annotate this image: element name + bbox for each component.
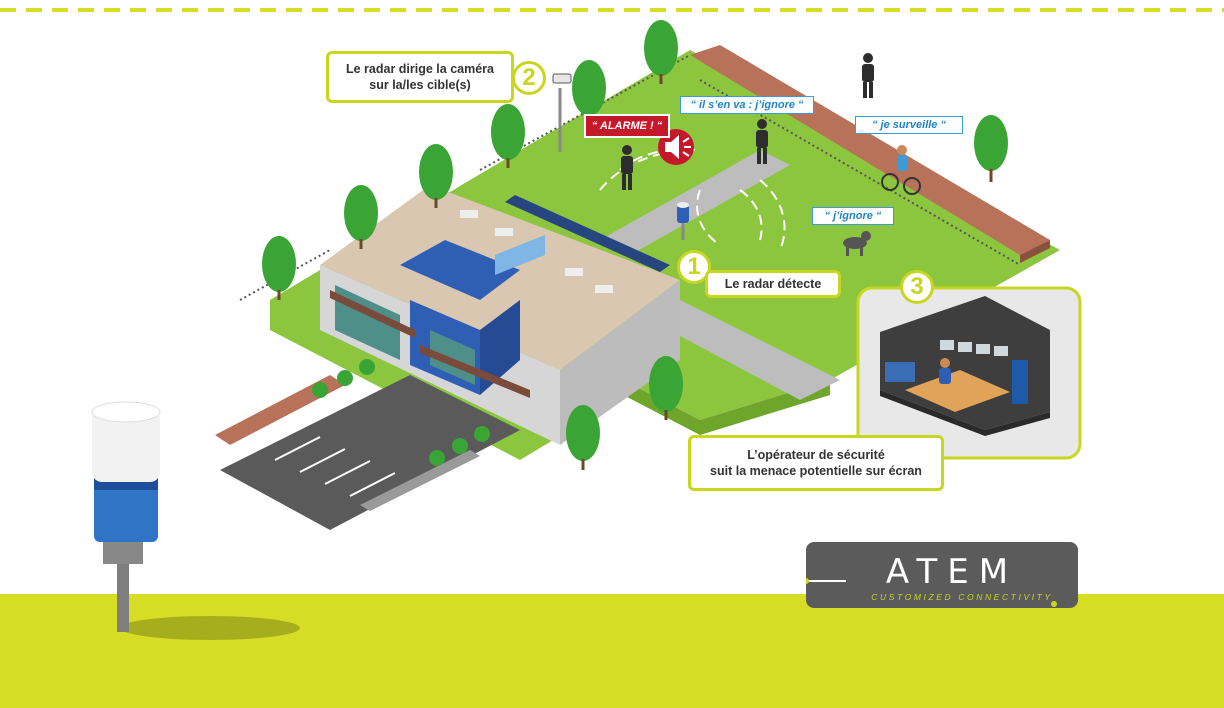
- alarm-bubble: “ ALARME ! “: [584, 114, 670, 138]
- alarm-speaker-icon: [658, 129, 694, 165]
- speech-ignore: “ j’ignore “: [812, 207, 894, 225]
- top-dashed-line: [0, 8, 1224, 12]
- step-3-number: 3: [900, 270, 934, 304]
- step-1-label: Le radar détecte: [705, 270, 841, 298]
- atem-logo: ATEM CUSTOMIZED CONNECTIVITY: [806, 542, 1078, 608]
- step-1-number: 1: [677, 250, 711, 284]
- step-2-line1: Le radar dirige la caméra: [346, 62, 494, 76]
- cyclist-icon: [881, 145, 921, 195]
- parking-lot: [220, 375, 520, 530]
- dog-icon: [843, 231, 871, 256]
- step-2-label: Le radar dirige la caméra sur la/les cib…: [326, 51, 514, 103]
- speech-watching: “ je surveille “: [855, 116, 963, 134]
- walkway: [600, 150, 790, 255]
- logo-word: ATEM: [885, 552, 1019, 592]
- tree-icon: [262, 20, 1008, 466]
- radar-sensor-icon: [91, 401, 300, 640]
- person-icon: [621, 53, 874, 190]
- walkway-lower: [650, 300, 840, 400]
- operator-room-icon: [856, 286, 1082, 460]
- speech-leaving: “ il s’en va : j’ignore “: [680, 96, 814, 114]
- logo-tagline: CUSTOMIZED CONNECTIVITY: [871, 592, 1053, 602]
- step-1-text: Le radar détecte: [724, 277, 822, 291]
- step-2-number: 2: [512, 61, 546, 95]
- step-2-line2: sur la/les cible(s): [369, 78, 471, 92]
- radar-sensor-icon: [677, 202, 689, 240]
- step-3-line2: suit la menace potentielle sur écran: [710, 464, 922, 478]
- step-3-label: L’opérateur de sécurité suit la menace p…: [688, 435, 944, 491]
- bottom-band: [0, 594, 1224, 708]
- building: [320, 185, 680, 445]
- step-3-line1: L’opérateur de sécurité: [747, 448, 885, 462]
- camera-icon: [552, 73, 572, 152]
